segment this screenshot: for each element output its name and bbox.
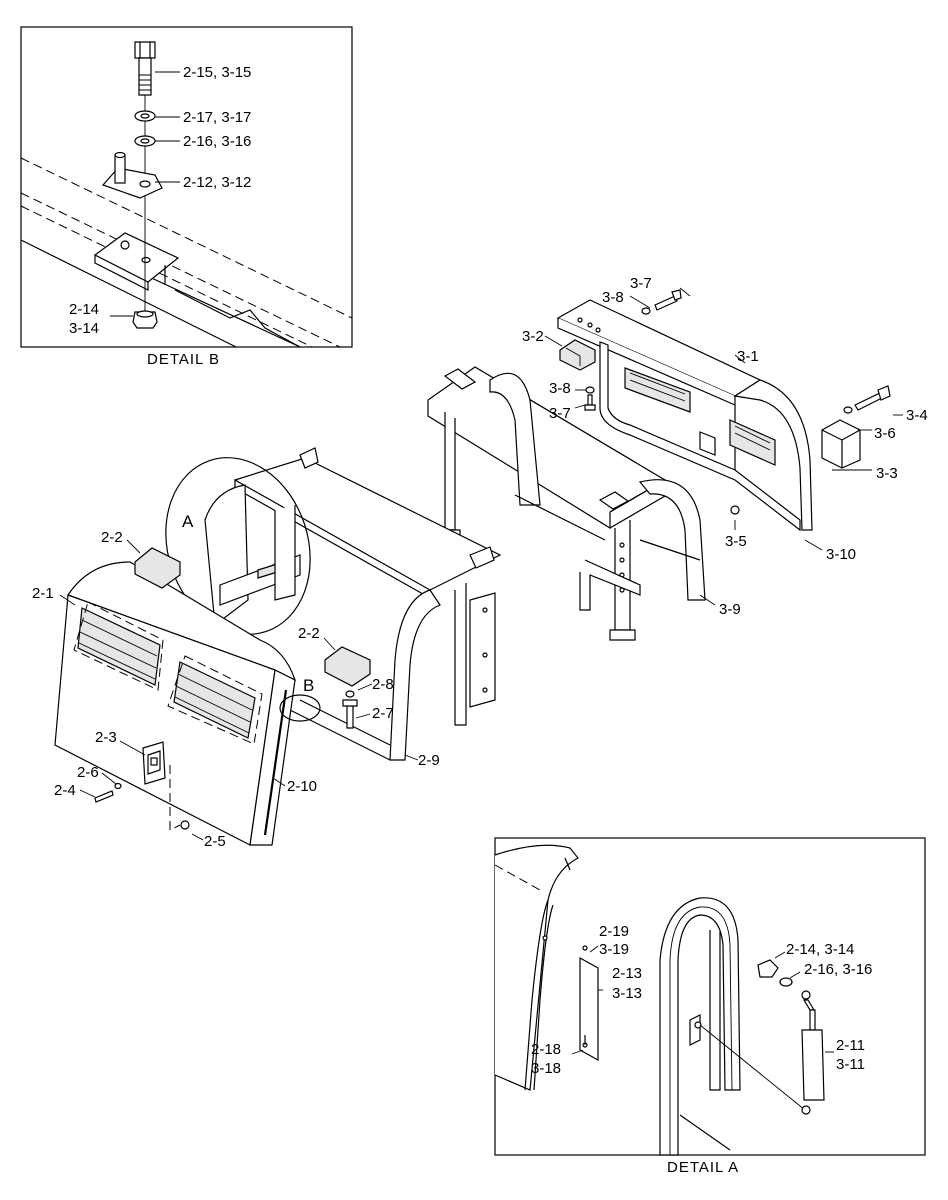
label-nut-b: 3-14 — [69, 320, 99, 337]
label-3-9: 3-9 — [719, 601, 741, 618]
label-washer-a: 2-16, 3-16 — [804, 961, 872, 978]
left-assembly: A B 2-1 2-2 2-2 2-3 2-4 2-5 2-6 2-7 2-8 … — [32, 447, 502, 850]
label-2-3: 2-3 — [95, 729, 117, 746]
label-washer-16: 2-16, 3-16 — [183, 133, 251, 150]
label-2-10: 2-10 — [287, 778, 317, 795]
latch-3-3 — [821, 419, 861, 469]
label-bolt: 2-15, 3-15 — [183, 64, 251, 81]
pin-plate-part — [101, 151, 163, 199]
label-3-1: 3-1 — [737, 348, 759, 365]
label-2-9: 2-9 — [418, 752, 440, 769]
label-3-8-top: 3-8 — [602, 289, 624, 306]
label-pin-plate: 2-12, 3-12 — [183, 174, 251, 191]
label-washer-17: 2-17, 3-17 — [183, 109, 251, 126]
label-3-13: 3-13 — [612, 985, 642, 1002]
detail-b: 2-15, 3-15 2-17, 3-17 2-16, 3-16 2-12, 3… — [20, 26, 353, 368]
callout-a: A — [182, 512, 194, 531]
label-3-8-mid: 3-8 — [549, 380, 571, 397]
label-2-2-top: 2-2 — [101, 529, 123, 546]
detail-b-frame — [20, 26, 353, 348]
label-2-6: 2-6 — [77, 764, 99, 781]
label-3-4: 3-4 — [906, 407, 928, 424]
bolt-part — [134, 41, 156, 96]
label-3-5: 3-5 — [725, 533, 747, 550]
label-3-11: 3-11 — [836, 1056, 865, 1073]
label-3-7-mid: 3-7 — [549, 405, 571, 422]
label-2-2-mid: 2-2 — [298, 625, 320, 642]
label-2-8: 2-8 — [372, 676, 394, 693]
detail-b-callout-circle — [279, 694, 321, 722]
label-3-19: 3-19 — [599, 941, 629, 958]
label-2-4: 2-4 — [54, 782, 76, 799]
gas-spring-2-11 — [801, 990, 825, 1115]
label-2-7: 2-7 — [372, 705, 394, 722]
nut-part — [132, 310, 158, 329]
label-2-13: 2-13 — [612, 965, 642, 982]
label-2-18: 2-18 — [531, 1041, 561, 1058]
label-3-7-top: 3-7 — [630, 275, 652, 292]
detail-a: 2-19 3-19 2-13 3-13 2-18 3-18 2-14, 3-14… — [494, 837, 926, 1176]
label-3-3: 3-3 — [876, 465, 898, 482]
door-3-1 — [556, 299, 813, 532]
label-2-11: 2-11 — [836, 1037, 865, 1054]
label-3-6: 3-6 — [874, 425, 896, 442]
hinge-2-2-top — [134, 547, 181, 589]
label-3-10: 3-10 — [826, 546, 856, 563]
label-2-5: 2-5 — [204, 833, 226, 850]
hinge-2-2-mid — [324, 646, 371, 687]
label-3-2: 3-2 — [522, 328, 544, 345]
label-nut-a: 2-14, 3-14 — [786, 941, 854, 958]
detail-b-caption: DETAIL B — [147, 351, 220, 368]
stay-2-13 — [579, 956, 599, 1062]
pin-3-5 — [730, 505, 740, 515]
label-2-1: 2-1 — [32, 585, 54, 602]
right-assembly: 3-1 3-2 3-3 3-4 3-5 3-6 3-7 3-7 3-8 3-8 … — [427, 275, 928, 641]
mount-bracket — [93, 232, 180, 283]
door-2-1 — [54, 561, 297, 846]
bolt-3-4 — [854, 392, 883, 411]
bolt-3-7 — [654, 295, 678, 311]
detail-a-caption: DETAIL A — [667, 1159, 739, 1176]
callout-b: B — [303, 676, 315, 695]
label-nut-a: 2-14 — [69, 301, 99, 318]
washer-3-6 — [843, 406, 853, 414]
label-3-18: 3-18 — [531, 1060, 561, 1077]
label-2-19: 2-19 — [599, 923, 629, 940]
